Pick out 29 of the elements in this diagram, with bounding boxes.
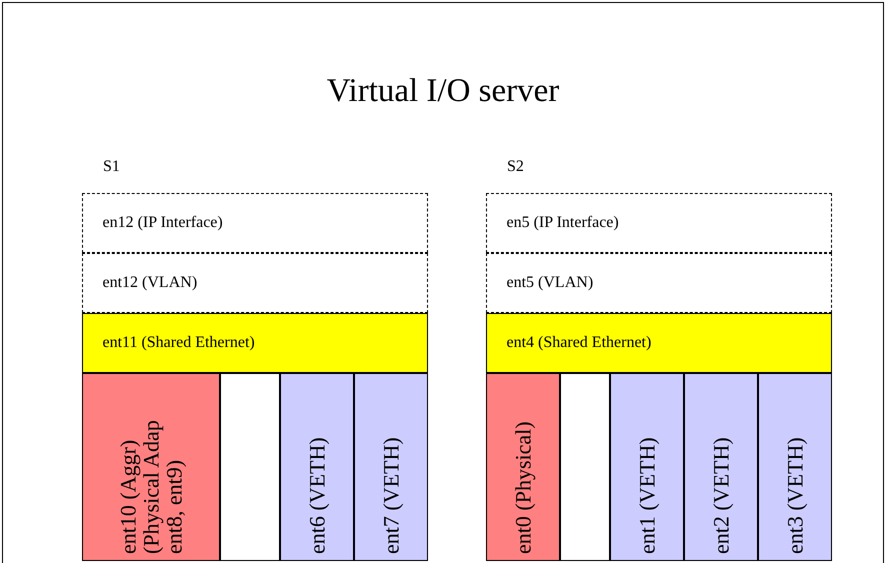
empty-column xyxy=(560,372,610,560)
adapter-column xyxy=(280,372,354,560)
adapter-column xyxy=(684,372,758,560)
adapter-column xyxy=(610,372,684,560)
layer-label: ent5 (VLAN) xyxy=(506,274,594,292)
adapter-label: ent6 (VETH) xyxy=(305,436,328,554)
adapter-label: ent10 (Aggr) (Physical Adap ent8, ent9) xyxy=(116,418,185,554)
layer-label: ent4 (Shared Ethernet) xyxy=(506,334,652,352)
adapter-label: ent7 (VETH) xyxy=(379,436,402,554)
layer-label: en5 (IP Interface) xyxy=(506,214,619,232)
adapter-label: ent0 (Physical) xyxy=(511,420,534,554)
adapter-column xyxy=(82,372,220,560)
layer-label: ent11 (Shared Ethernet) xyxy=(102,334,255,352)
adapter-column xyxy=(486,372,560,560)
layer-label: ent12 (VLAN) xyxy=(102,274,198,292)
adapter-column xyxy=(354,372,428,560)
adapter-column xyxy=(758,372,832,560)
adapter-label: ent1 (VETH) xyxy=(635,436,658,554)
adapter-label: ent2 (VETH) xyxy=(709,436,732,554)
layer-label: en12 (IP Interface) xyxy=(102,214,223,232)
server-heading: Virtual I/O server xyxy=(326,73,560,110)
layer-box xyxy=(486,192,832,252)
shared-ethernet-band xyxy=(82,312,428,372)
group-label: S2 xyxy=(507,158,524,176)
adapter-label: ent3 (VETH) xyxy=(783,436,806,554)
shared-ethernet-band xyxy=(486,312,832,372)
empty-column xyxy=(220,372,280,560)
group-label: S1 xyxy=(103,158,120,176)
layer-box xyxy=(82,192,428,252)
